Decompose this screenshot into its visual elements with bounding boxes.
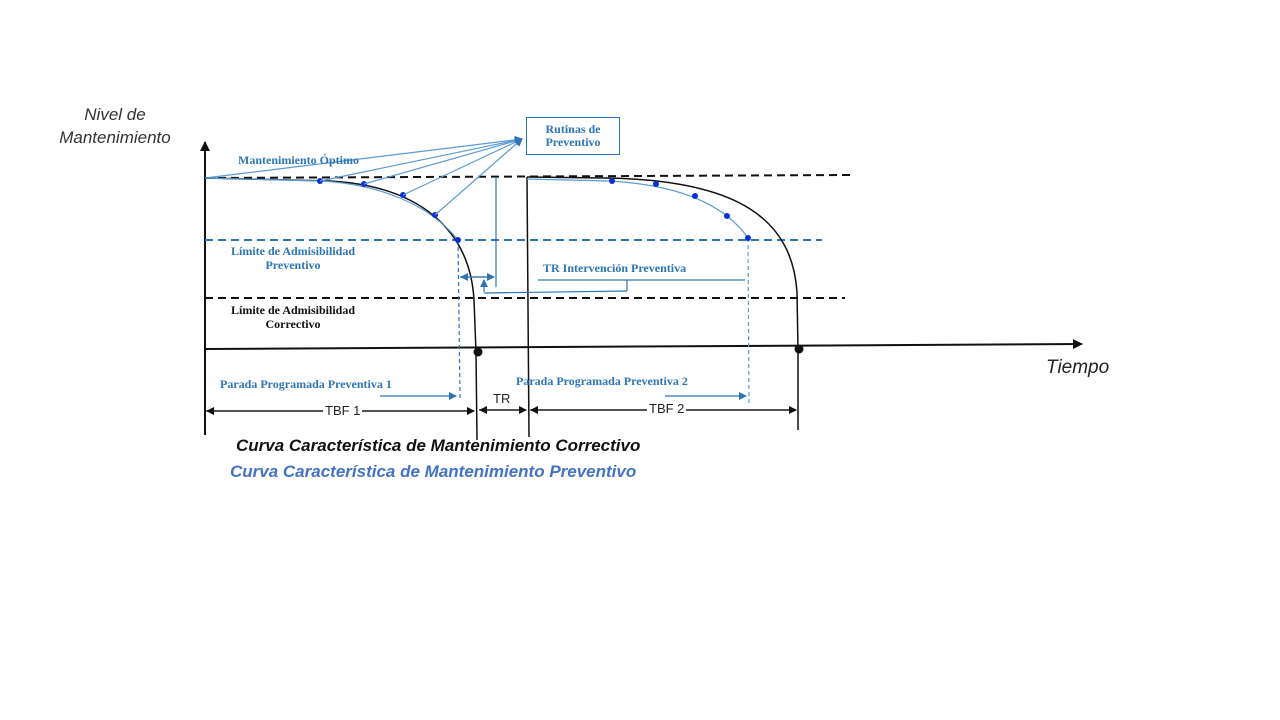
optimal-level-line [204, 174, 851, 179]
failure-point-2 [794, 344, 804, 354]
routine-dot [653, 181, 659, 187]
stop1-label: Parada Programada Preventiva 1 [220, 377, 392, 391]
stop2-dashed-drop [747, 237, 750, 406]
restart-vertical [526, 176, 530, 438]
tbf1-right-tick [475, 351, 478, 441]
legend-preventive: Curva Característica de Mantenimiento Pr… [230, 462, 637, 481]
routine-pointer-lines [204, 135, 523, 216]
x-axis-label: Tiempo [1046, 357, 1110, 378]
failure-point-1 [473, 347, 483, 357]
preventive-limit-line2: Preventivo [265, 258, 321, 272]
routine-dot [724, 213, 730, 219]
y-axis-label-line1: Nivel de [84, 105, 146, 124]
tr-intervention-label: TR Intervención Preventiva [543, 261, 687, 275]
legend-corrective: Curva Característica de Mantenimiento Co… [236, 436, 641, 455]
routines-box-line1: Rutinas de [545, 122, 601, 136]
tr-label: TR [493, 391, 511, 406]
preventive-limit-label: Límite de Admisibilidad Preventivo [208, 244, 378, 272]
x-axis [204, 339, 1083, 350]
corrective-limit-label: Límite de Admisibilidad Correctivo [208, 303, 378, 331]
optimal-maintenance-label: Mantenimiento Óptimo [238, 153, 359, 167]
preventive-curve-1 [204, 177, 459, 241]
routine-dot [745, 235, 751, 241]
tbf1-label: TBF 1 [323, 403, 363, 418]
routine-dot [692, 193, 698, 199]
routine-dot [455, 237, 461, 243]
preventive-limit-line1: Límite de Admisibilidad [230, 244, 356, 258]
preventive-curve-2 [526, 178, 749, 239]
stop2-label: Parada Programada Preventiva 2 [516, 374, 688, 388]
routine-dot [609, 178, 615, 184]
corrective-limit-line1: Límite de Admisibilidad [230, 303, 356, 317]
routines-box-label: Rutinas de Preventivo [527, 118, 619, 149]
routines-box: Rutinas de Preventivo [526, 117, 620, 155]
routines-box-line2: Preventivo [545, 135, 601, 149]
corrective-curve-2 [526, 176, 799, 351]
tbf2-label: TBF 2 [647, 401, 687, 416]
y-axis-label-line2: Mantenimiento [59, 128, 171, 147]
corrective-limit-line2: Correctivo [265, 317, 321, 331]
y-axis-label: Nivel de Mantenimiento [40, 103, 190, 149]
tr-intervention-bracket [460, 178, 745, 294]
stop1-dashed-drop [457, 239, 461, 399]
